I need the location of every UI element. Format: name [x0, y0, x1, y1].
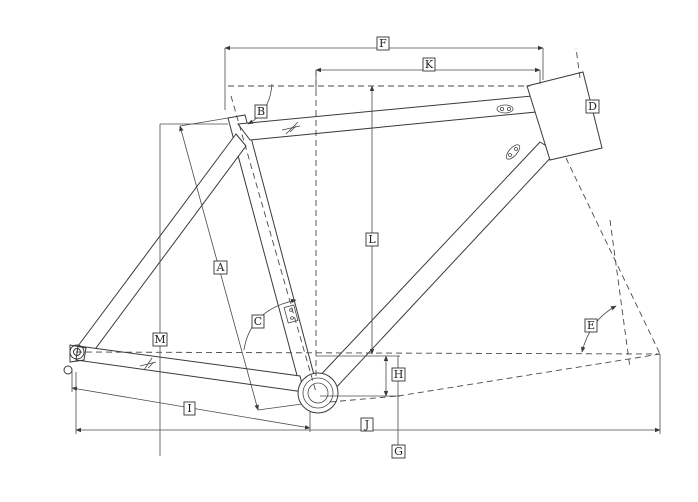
cable-port-head [496, 104, 514, 114]
label-G: G [391, 444, 406, 459]
svg-text:M: M [154, 333, 165, 346]
label-I: I [183, 401, 196, 416]
svg-text:J: J [364, 418, 369, 431]
cable-stop-top-tube [281, 121, 301, 135]
label-M: M [152, 332, 168, 347]
label-D: D [585, 99, 600, 114]
head-tube [526, 71, 603, 161]
bottom-bracket-outer [297, 372, 339, 414]
cable-port-down-tube [505, 144, 521, 160]
label-K: K [422, 57, 436, 72]
svg-text:D: D [588, 100, 597, 113]
bike-frame [63, 71, 603, 414]
svg-text:C: C [254, 315, 262, 328]
svg-text:I: I [187, 402, 191, 415]
label-L: L [365, 232, 379, 247]
svg-text:B: B [257, 105, 265, 118]
seat-stay [77, 133, 247, 357]
svg-text:H: H [394, 368, 404, 381]
chain-stay-bridge [139, 357, 157, 371]
dimension-labels: F K B D L A C E [152, 36, 600, 459]
label-H: H [391, 367, 406, 382]
label-J: J [360, 417, 374, 432]
label-F: F [376, 36, 390, 51]
svg-text:L: L [368, 233, 376, 246]
label-C: C [251, 314, 265, 329]
svg-text:G: G [394, 445, 403, 458]
svg-text:F: F [379, 37, 387, 50]
top-tube [237, 95, 537, 141]
svg-text:E: E [587, 319, 595, 332]
svg-text:K: K [425, 58, 434, 71]
label-B: B [254, 104, 268, 119]
down-tube [313, 141, 557, 393]
label-A: A [213, 260, 228, 275]
svg-text:A: A [216, 261, 226, 274]
label-E: E [584, 318, 598, 333]
